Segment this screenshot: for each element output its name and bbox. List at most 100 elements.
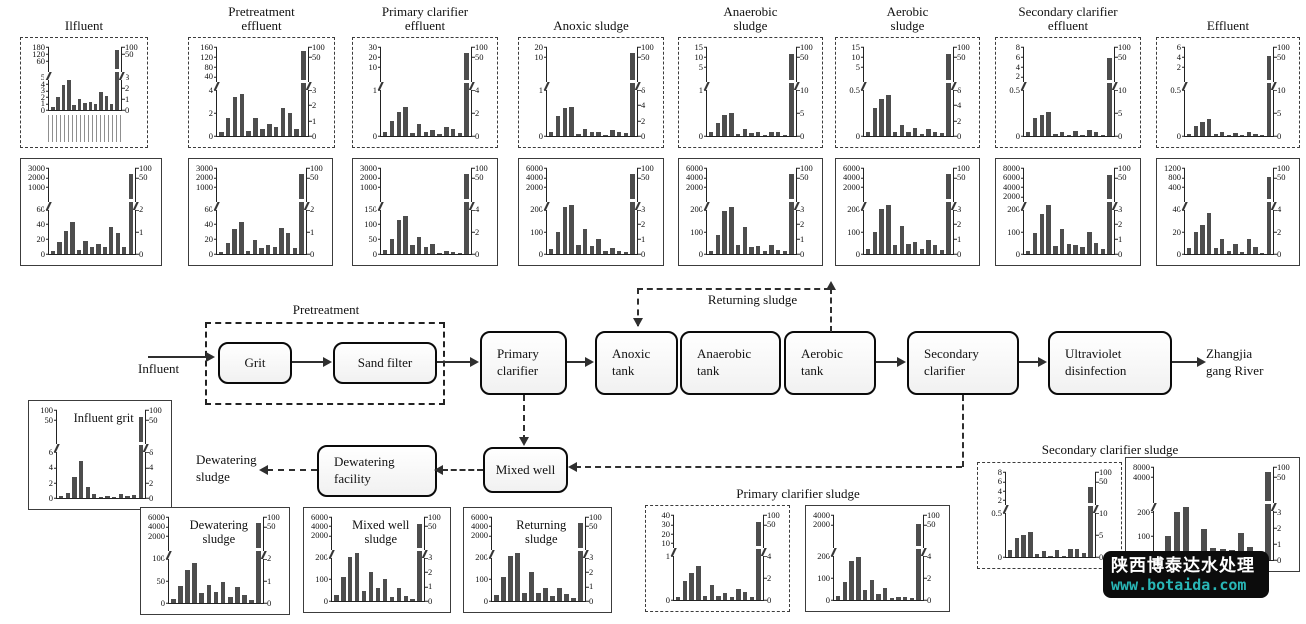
bars-group: [1185, 168, 1273, 254]
axis-tick-label: 4: [763, 552, 793, 561]
bar: [926, 128, 931, 136]
arrowhead-down-icon: [519, 437, 529, 446]
bar: [114, 50, 120, 110]
axis-tick-label: 60: [19, 205, 49, 214]
bar: [715, 122, 721, 136]
bar: [715, 235, 721, 254]
axis-tick-label: 1: [644, 552, 674, 561]
axis-tick-label: 1: [121, 95, 151, 104]
bar: [508, 556, 513, 601]
anaerobic-tank-box: Anaerobic tank: [680, 331, 781, 395]
bar-break-stripe: [1265, 199, 1272, 203]
axis-tick-label: 100: [1273, 463, 1303, 472]
dewatering-facility-out-line: [267, 469, 317, 471]
influent-label: Influent: [138, 361, 180, 376]
axis-tick-label: 100: [145, 406, 175, 415]
axis-tick-label: 100: [306, 164, 336, 173]
bar: [109, 227, 114, 254]
axis-tick-label: 0: [1095, 553, 1125, 562]
arrowhead-right-icon: [1197, 357, 1206, 367]
axis-tick-label: 0: [796, 132, 826, 141]
axis-tick-label: 50: [308, 53, 338, 62]
axis-break-icon: [702, 201, 711, 210]
axis-tick-label: 4: [637, 101, 667, 110]
axis-tick-label: 100: [677, 227, 707, 236]
bar: [876, 594, 881, 600]
axis-tick-label: 100: [351, 220, 381, 229]
axis-tick-label: 50: [135, 173, 165, 182]
x-axis-labels-illegible: [48, 115, 122, 142]
bar: [389, 596, 395, 601]
bar: [1039, 114, 1045, 136]
axis-tick-label: 3: [953, 205, 983, 214]
axis-tick-label: 20: [1155, 227, 1185, 236]
bar: [67, 80, 71, 110]
axis-tick-label: 0: [187, 132, 217, 141]
bar-break-stripe: [1265, 79, 1272, 83]
returning-sludge-line-up: [830, 288, 832, 332]
bar: [63, 230, 69, 254]
bar: [389, 120, 395, 136]
bar: [1087, 129, 1092, 136]
bar: [743, 591, 748, 600]
bar: [1265, 55, 1272, 136]
axis-break-icon: [581, 549, 590, 558]
bar: [383, 249, 388, 254]
axis-tick-label: 3: [585, 553, 615, 562]
axis-break-icon: [1019, 81, 1028, 90]
bar: [872, 231, 878, 254]
bar: [416, 523, 423, 601]
axis-tick-label: 100: [263, 513, 293, 522]
arrowhead-left-icon: [568, 462, 577, 472]
axis-tick-label: 5: [796, 109, 826, 118]
axis-tick-label: 50: [763, 520, 793, 529]
bar: [105, 496, 110, 498]
bar: [682, 581, 688, 600]
axis-break-icon: [487, 549, 496, 558]
bar: [234, 586, 240, 603]
arrow-primary-to-anoxic: [567, 361, 587, 363]
bar: [709, 584, 714, 600]
bar: [298, 174, 305, 254]
arrowhead-up-icon: [826, 281, 836, 290]
bar: [444, 250, 449, 254]
axis-tick-label: 0: [1114, 132, 1144, 141]
axis-tick-label: 50: [121, 50, 151, 59]
axis-tick-label: 180: [19, 43, 49, 52]
bar: [1106, 174, 1113, 254]
bar: [1046, 111, 1051, 136]
axis-tick-label: 6: [976, 477, 1006, 486]
axis-tick-label: 2: [763, 574, 793, 583]
bar: [788, 174, 795, 254]
bar: [252, 240, 257, 254]
axis-break-icon: [467, 81, 476, 90]
axis-break-icon: [1149, 503, 1158, 512]
bar: [396, 219, 402, 254]
axis-tick-label: 50: [1273, 173, 1303, 182]
axis-tick-label: 10: [1095, 509, 1125, 518]
bar: [410, 245, 415, 254]
bar: [192, 563, 197, 603]
bar: [375, 587, 381, 601]
bar: [1059, 132, 1065, 136]
bar: [1220, 238, 1225, 254]
bar: [589, 132, 595, 136]
axis-tick-label: 0.5: [976, 509, 1006, 518]
axis-tick-label: 2000: [462, 531, 492, 540]
bar: [919, 248, 925, 254]
axis-tick-label: 50: [306, 173, 336, 182]
axis-tick-label: 100: [1095, 468, 1125, 477]
axis-tick-label: 2: [953, 116, 983, 125]
axis-tick-label: 0: [27, 494, 57, 503]
bar: [280, 107, 286, 136]
axis-tick-label: 0: [677, 250, 707, 259]
returning-sludge-label: Returning sludge: [707, 292, 798, 307]
axis-tick-label: 4000: [302, 522, 332, 531]
